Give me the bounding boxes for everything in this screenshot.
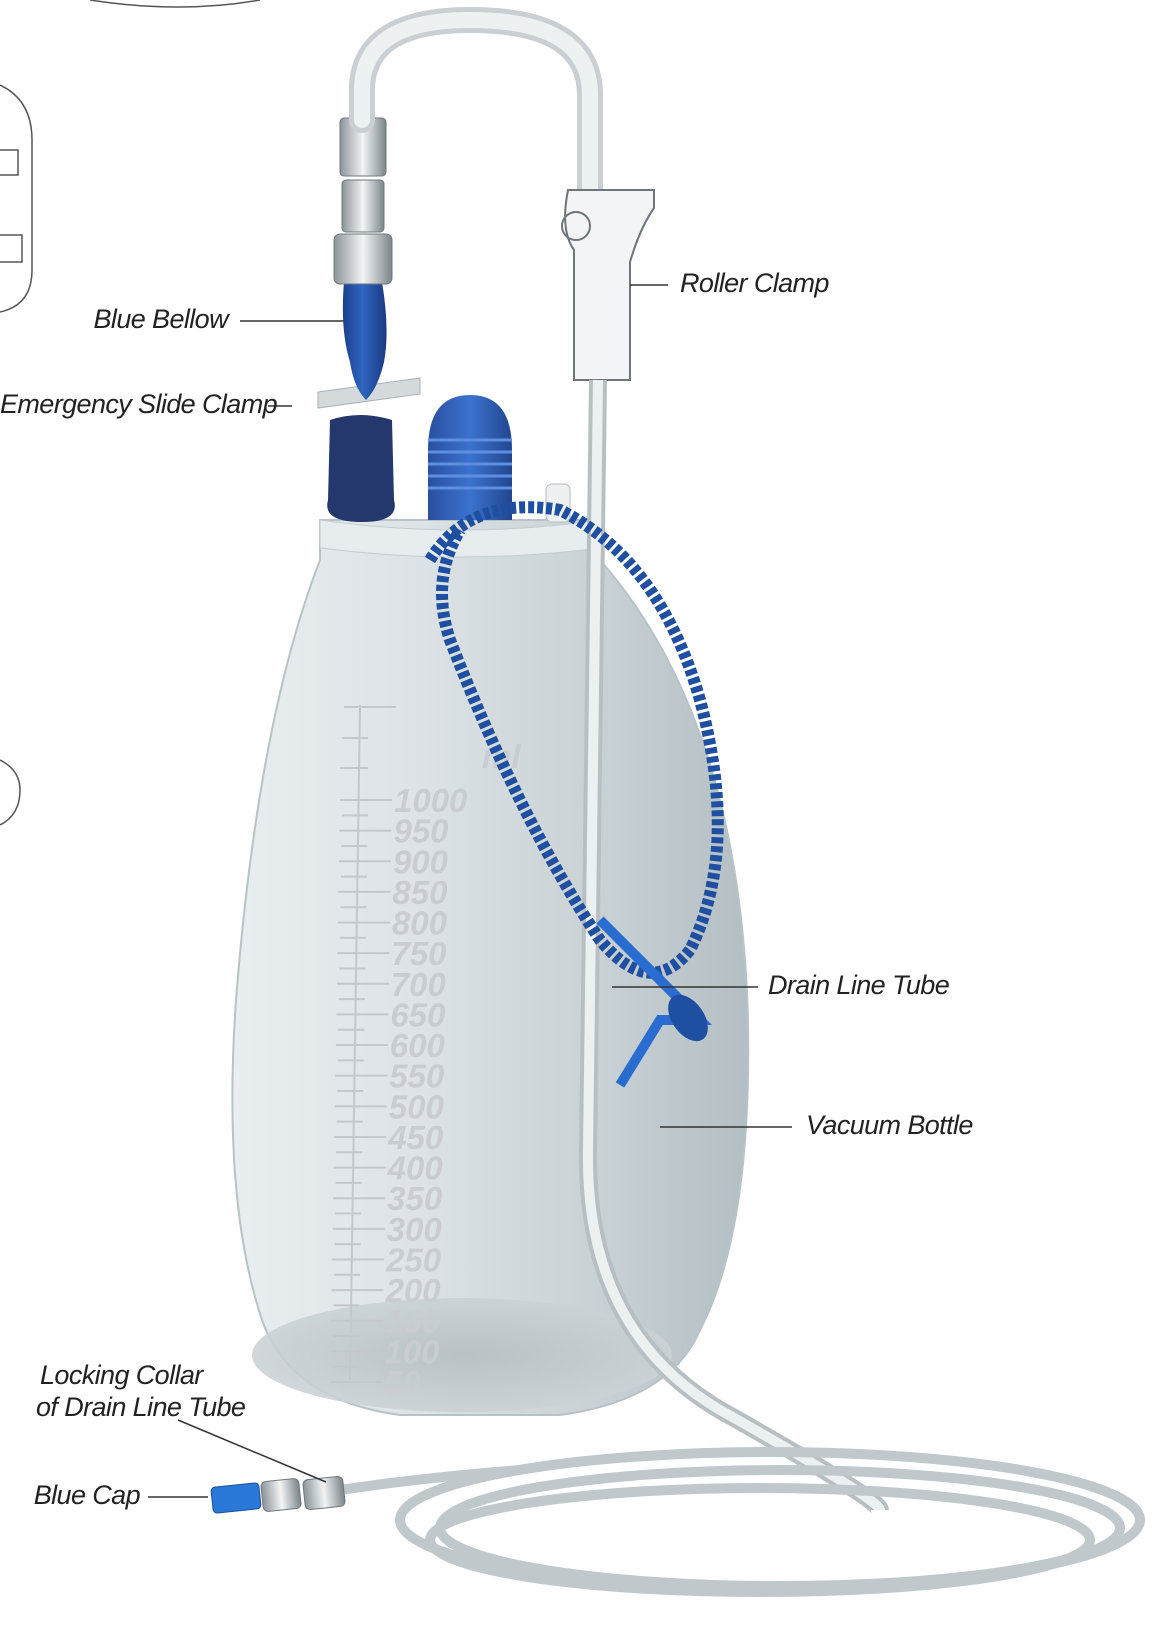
bellow-lower-body xyxy=(327,415,395,522)
locking-collar xyxy=(261,1476,346,1512)
callout-roller-clamp: Roller Clamp xyxy=(680,268,829,299)
vacuum-bottle xyxy=(232,520,748,1415)
scale-number: 50 xyxy=(384,1364,421,1401)
blue-cap xyxy=(211,1483,261,1514)
callout-blue-bellow: Blue Bellow xyxy=(60,304,228,335)
callout-emergency-slide-clamp: Emergency Slide Clamp xyxy=(0,389,262,420)
tube-connector xyxy=(334,118,392,284)
callout-drain-line-tube: Drain Line Tube xyxy=(768,970,949,1001)
callout-locking-collar-line1: Locking Collar xyxy=(40,1360,203,1391)
callout-locking-collar-line2: of Drain Line Tube xyxy=(36,1392,245,1423)
blue-bellow xyxy=(343,282,387,400)
main-tube-upper xyxy=(362,20,590,192)
coiled-tube xyxy=(340,1452,1140,1592)
callout-blue-cap: Blue Cap xyxy=(20,1480,140,1511)
callout-vacuum-bottle: Vacuum Bottle xyxy=(806,1110,973,1141)
